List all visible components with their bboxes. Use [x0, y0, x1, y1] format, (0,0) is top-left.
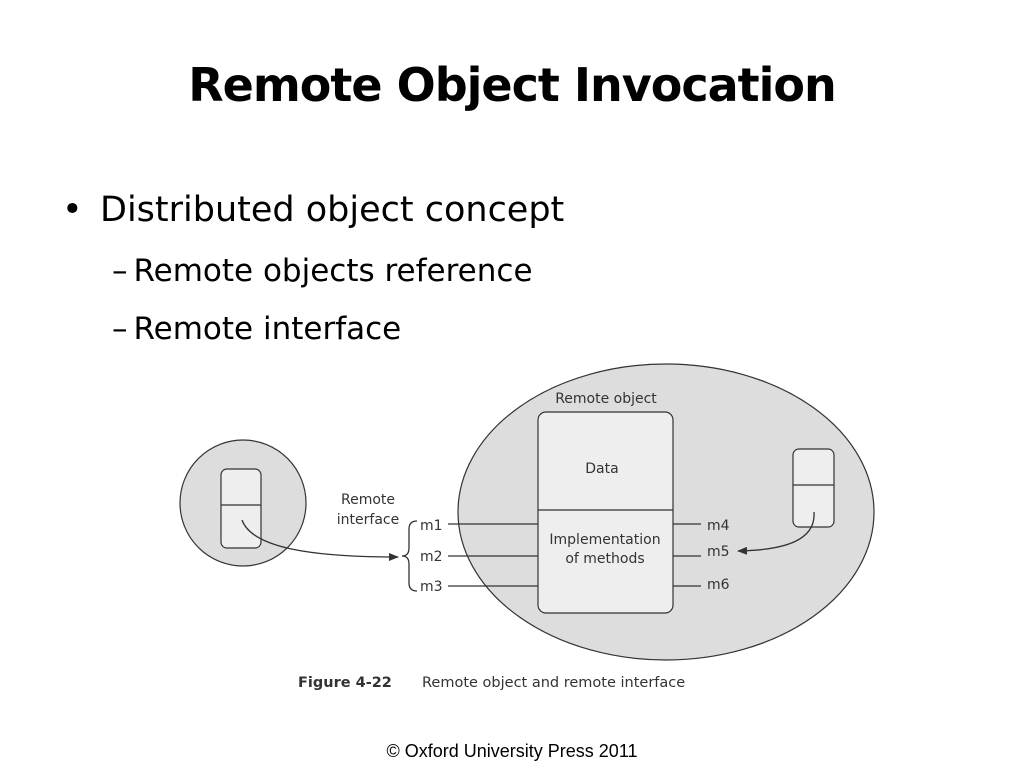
method-label-m3: m3: [420, 579, 443, 595]
implementation-label: of methods: [565, 551, 644, 567]
interface-label: Remote: [341, 492, 395, 508]
client-object: [220, 468, 262, 549]
copyright-footer: © Oxford University Press 2011: [386, 741, 638, 761]
local-invocation-arrow: [737, 511, 815, 555]
data-label: Data: [585, 461, 618, 477]
sub-bullet-marker: –: [112, 311, 128, 347]
remote-object-box: [537, 411, 674, 614]
implementation-label: Implementation: [549, 532, 660, 548]
method-label-m2: m2: [420, 549, 443, 565]
interface-label: interface: [337, 512, 399, 528]
figure-caption: Remote object and remote interface: [422, 675, 685, 691]
sub-bullet-text: Remote interface: [133, 311, 402, 347]
method-label-m6: m6: [707, 577, 730, 593]
local-client-object: [792, 448, 835, 528]
interface-brace: [401, 520, 418, 592]
bullet-text: Distributed object concept: [100, 190, 565, 230]
method-label-m1: m1: [420, 518, 443, 534]
bullet-item: • Distributed object concept: [62, 193, 564, 228]
remote-object-label: Remote object: [555, 391, 657, 407]
method-label-m4: m4: [707, 518, 730, 534]
sub-bullet-item: –Remote objects reference: [112, 256, 533, 287]
page-title: Remote Object Invocation: [188, 58, 837, 112]
bullet-marker: •: [62, 190, 83, 230]
method-label-m5: m5: [707, 544, 730, 560]
figure-number: Figure 4-22: [298, 675, 392, 691]
invocation-arrow: [241, 519, 399, 561]
sub-bullet-item: –Remote interface: [112, 314, 401, 345]
sub-bullet-marker: –: [112, 253, 128, 289]
sub-bullet-text: Remote objects reference: [133, 253, 533, 289]
